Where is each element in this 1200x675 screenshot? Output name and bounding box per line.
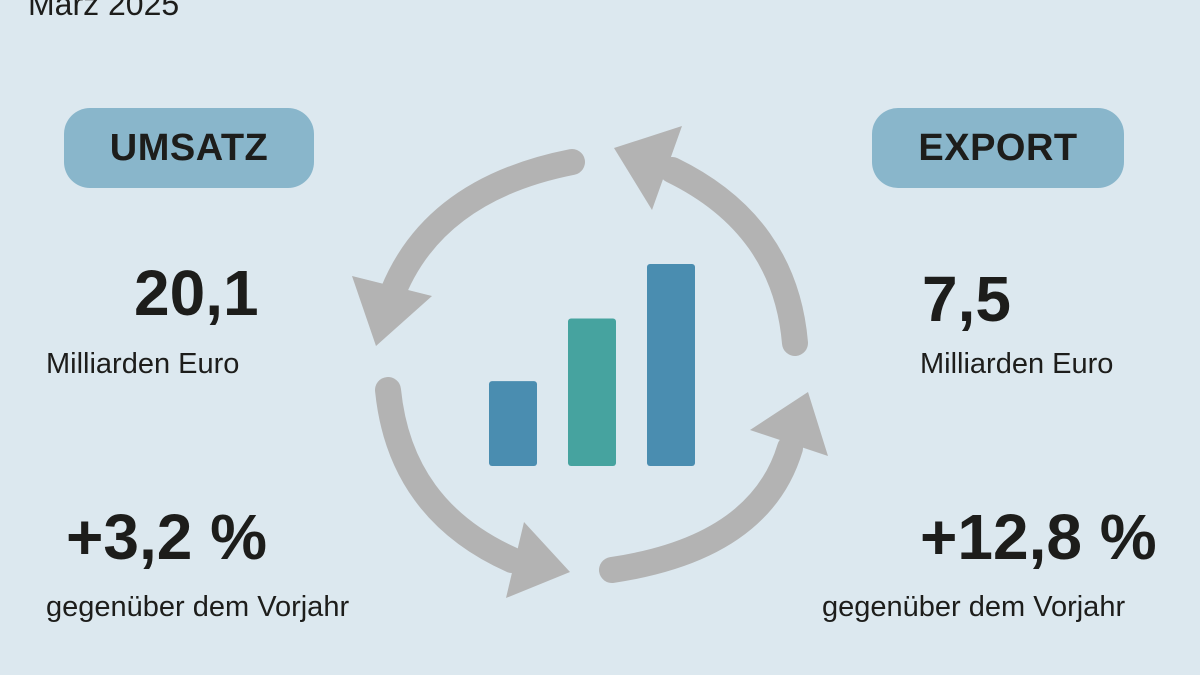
arrow-head-lower-right [750, 392, 828, 456]
arrow-head-lower-left [506, 522, 570, 598]
export-label: EXPORT [918, 126, 1078, 169]
icon-bar-2 [568, 318, 616, 466]
umsatz-unit: Milliarden Euro [46, 348, 240, 380]
umsatz-change: +3,2 % [66, 501, 268, 573]
arrow-head-upper-left [352, 276, 432, 346]
umsatz-pill: UMSATZ [64, 108, 314, 188]
arrow-lower-left [375, 377, 525, 573]
arrow-lower-right [599, 435, 803, 583]
export-pill: EXPORT [872, 108, 1124, 188]
umsatz-value: 20,1 [134, 257, 259, 329]
export-change: +12,8 % [920, 501, 1157, 573]
bar-chart-icon [489, 264, 695, 466]
umsatz-change-text: gegenüber dem Vorjahr [46, 591, 350, 623]
export-unit: Milliarden Euro [920, 348, 1114, 380]
cycle-arrows-icon [352, 126, 828, 598]
export-value: 7,5 [922, 263, 1011, 335]
export-change-text: gegenüber dem Vorjahr [822, 591, 1126, 623]
date-label: März 2025 [28, 0, 180, 22]
arrow-upper-left [377, 149, 585, 313]
umsatz-label: UMSATZ [109, 126, 269, 169]
growth-cycle-diagram [352, 126, 828, 598]
arrow-head-upper-right [614, 126, 682, 210]
arrow-upper-right [659, 157, 808, 356]
icon-bar-1 [489, 381, 537, 466]
icon-bar-3 [647, 264, 695, 466]
